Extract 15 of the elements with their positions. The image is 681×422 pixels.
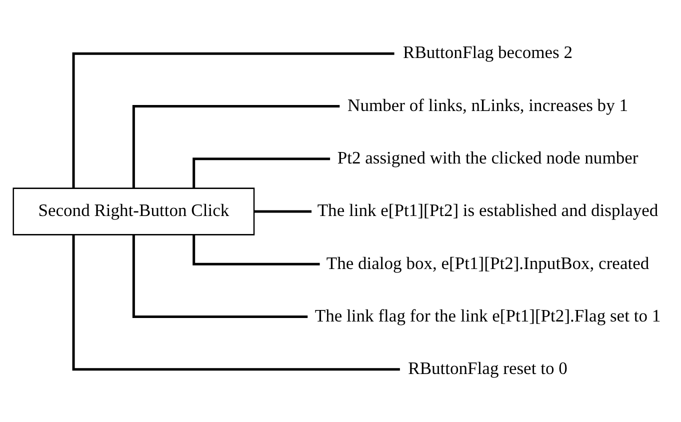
node-box: Second Right-Button Click [12,187,255,235]
connector [132,104,340,188]
connector [192,234,320,265]
connector [254,210,312,212]
connector [72,52,394,188]
node-text: The link e[Pt1][Pt2] is established and displayed [317,200,658,220]
node-text: The dialog box, e[Pt1][Pt2].InputBox, created [326,252,650,272]
node-text: Pt2 assigned with the clicked node number [337,146,638,167]
connector [72,234,400,370]
node-text: The link flag for the link e[Pt1][Pt2].Flag set to 1 [314,304,661,325]
connector [192,157,330,188]
connector [132,234,308,318]
node-text: RButtonFlag becomes 2 [403,42,573,62]
node-text: Number of links, nLinks, increases by 1 [348,94,628,114]
node-text: RButtonFlag reset to 0 [408,358,568,378]
